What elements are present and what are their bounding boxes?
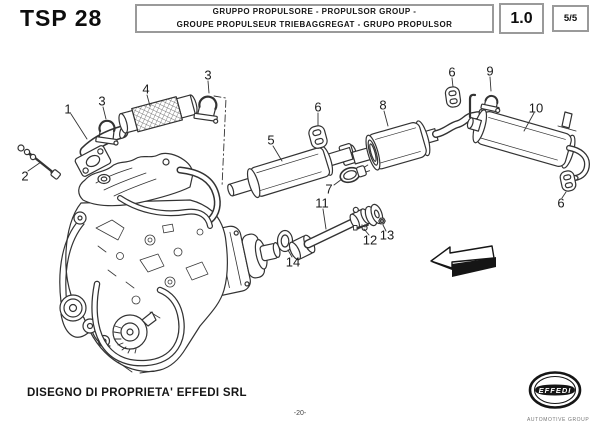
flange-bolt: [353, 223, 369, 231]
title-line-2: GROUPE PROPULSEUR TRIEBAGGREGAT - GRUPO …: [176, 19, 453, 29]
clamp: [95, 119, 119, 146]
flange-nut: [378, 217, 386, 225]
callout-5: 5: [267, 132, 275, 148]
callout-12: 12: [362, 232, 378, 248]
callout-leader-lines: [27, 76, 567, 258]
version-box: 1.0: [499, 3, 544, 34]
flex-pipe: [118, 94, 198, 134]
callout-14: 14: [285, 254, 301, 270]
callout-7: 7: [325, 181, 333, 197]
clamp: [480, 94, 501, 114]
property-note: DISEGNO DI PROPRIETA' EFFEDI SRL: [27, 387, 247, 399]
clamp: [193, 95, 219, 124]
driveshaft: [276, 203, 386, 261]
sheet-number-box: 5/5: [552, 5, 589, 32]
document-code: TSP 28: [20, 5, 103, 31]
effedi-logo-icon: EFFEDI: [528, 371, 582, 409]
callout-11: 11: [315, 195, 329, 211]
rubber-hanger: [308, 125, 328, 149]
callout-1: 1: [64, 101, 72, 117]
assembly-axis-line: [213, 95, 227, 188]
callout-6: 6: [557, 195, 565, 211]
callout-10: 10: [528, 100, 544, 116]
logo-subtext: AUTOMOTIVE GROUP: [527, 417, 590, 423]
version-number: 1.0: [510, 9, 533, 27]
callout-6: 6: [314, 99, 322, 115]
callout-2: 2: [21, 168, 29, 184]
logo-text: EFFEDI: [539, 386, 572, 395]
rubber-hanger: [559, 170, 577, 192]
callout-6: 6: [448, 64, 456, 80]
callout-3: 3: [204, 67, 212, 83]
rubber-hanger: [444, 86, 462, 108]
callout-13: 13: [379, 227, 395, 243]
front-silencer: [227, 143, 358, 199]
callout-9: 9: [486, 63, 494, 79]
center-muffler: [351, 120, 439, 171]
engine-assembly: [59, 152, 228, 374]
callout-8: 8: [379, 97, 387, 113]
title-line-1: GRUPPO PROPULSORE - PROPULSOR GROUP -: [212, 7, 417, 17]
rear-muffler: [466, 109, 590, 182]
callout-3: 3: [98, 93, 106, 109]
sheet-number: 5/5: [563, 13, 578, 24]
direction-arrow-icon: [430, 245, 496, 277]
callout-4: 4: [142, 81, 150, 97]
manifold-studs: [17, 144, 61, 180]
page-number: -20-: [293, 410, 307, 417]
company-logo: EFFEDI AUTOMOTIVE GROUP: [527, 371, 590, 423]
band-clamp: [339, 164, 371, 184]
title-box: GRUPPO PROPULSORE - PROPULSOR GROUP - GR…: [135, 4, 494, 33]
